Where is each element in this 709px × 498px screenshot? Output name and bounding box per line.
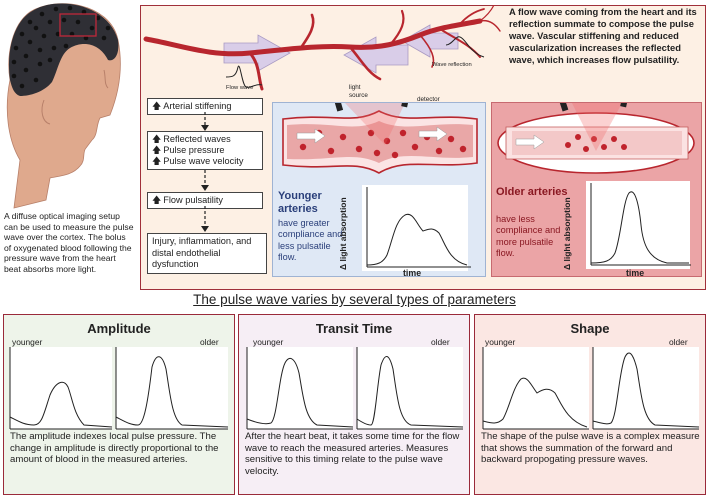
amplitude-younger-label: younger — [12, 337, 43, 347]
older-desc: have less compliance and more pulsatile … — [496, 214, 561, 258]
flow-line-pulse-pressure: Pulse pressure — [163, 145, 225, 155]
up-arrow-icon: 🡅 — [152, 145, 162, 155]
transit-desc: After the heart beat, it takes some time… — [245, 431, 460, 477]
ear-line — [41, 99, 51, 125]
younger-pulse-graph — [366, 187, 471, 268]
flow-wave-label: Flow wave — [226, 85, 254, 91]
younger-title: Younger arteries — [278, 190, 322, 215]
younger-graph-bg — [362, 185, 468, 271]
flow-line-pulse-wave-velocity: Pulse wave velocity — [163, 156, 244, 166]
optode-grid — [11, 5, 111, 89]
older-title: Older arteries — [496, 186, 568, 198]
shape-title: Shape — [570, 321, 610, 336]
amplitude-title: Amplitude — [87, 321, 151, 336]
shape-panel: Shape younger older The shape of the pul… — [474, 314, 706, 495]
younger-desc: have greater compliance and less pulsati… — [278, 218, 343, 262]
flow-box-injury: Injury, inflammation, and distal endothe… — [147, 233, 267, 274]
flow-line-reflected-waves: Reflected waves — [163, 134, 231, 144]
transit-panel: Transit Time younger older After the hea… — [238, 314, 470, 495]
younger-xlabel: time — [403, 268, 422, 278]
up-arrow-icon: 🡅 — [152, 156, 162, 166]
detector-label: detector — [417, 96, 440, 103]
shape-traces — [482, 347, 700, 430]
shape-older-label: older — [669, 337, 688, 347]
top-summary: A flow wave coming from the heart and it… — [509, 6, 697, 65]
shape-desc: The shape of the pulse wave is a complex… — [481, 431, 700, 466]
older-artery-illustration — [497, 103, 695, 174]
older-graph-bg — [586, 181, 690, 269]
shape-younger-label: younger — [485, 337, 516, 347]
inset-marker — [59, 13, 97, 37]
transit-older-label: older — [431, 337, 450, 347]
flow-arrows — [201, 112, 209, 232]
section-title: The pulse wave varies by several types o… — [193, 292, 516, 307]
flow-wave-trace — [225, 65, 263, 88]
up-arrow-icon: 🡅 — [152, 134, 162, 144]
light-source-label: light source — [349, 84, 368, 99]
older-ylabel: Δ light absorption — [562, 197, 572, 270]
older-pulse-graph — [590, 183, 691, 266]
transit-traces — [246, 347, 464, 430]
artery-illustration — [143, 5, 501, 91]
older-xlabel: time — [626, 268, 645, 278]
head-caption: A diffuse optical imaging setup can be u… — [4, 211, 134, 274]
up-arrow-icon: 🡅 — [152, 101, 162, 111]
flow-box-reflected: 🡅Reflected waves 🡅Pulse pressure 🡅Pulse … — [147, 131, 263, 170]
eye-line — [103, 69, 109, 89]
amplitude-panel: Amplitude younger older The amplitude in… — [3, 314, 235, 495]
amplitude-older-label: older — [200, 337, 219, 347]
younger-artery-illustration — [282, 103, 478, 174]
amplitude-desc: The amplitude indexes local pulse pressu… — [10, 431, 219, 466]
head-illustration — [6, 3, 121, 209]
transit-younger-label: younger — [253, 337, 284, 347]
transit-title: Transit Time — [315, 321, 393, 336]
reflection-wave-trace — [445, 36, 485, 58]
up-arrow-icon: 🡅 — [152, 195, 162, 205]
wave-reflection-label: Wave reflection — [432, 62, 472, 68]
amplitude-traces — [9, 347, 229, 430]
younger-ylabel: Δ light absorption — [338, 197, 348, 270]
